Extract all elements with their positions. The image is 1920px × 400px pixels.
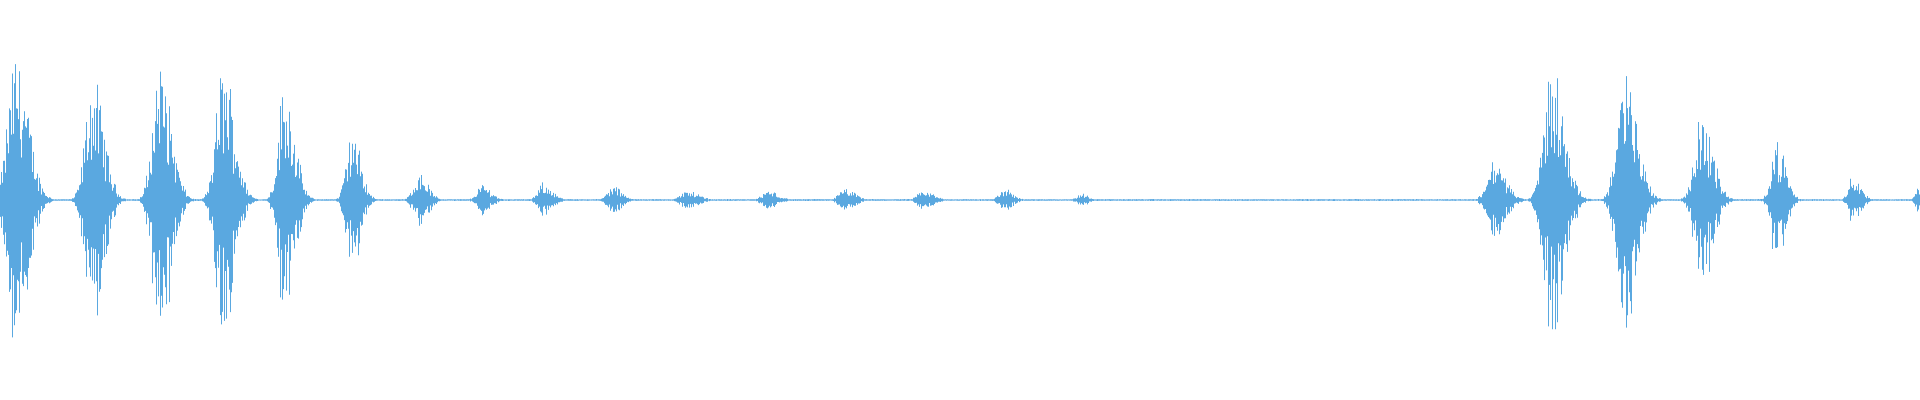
waveform-samples xyxy=(0,64,1920,338)
